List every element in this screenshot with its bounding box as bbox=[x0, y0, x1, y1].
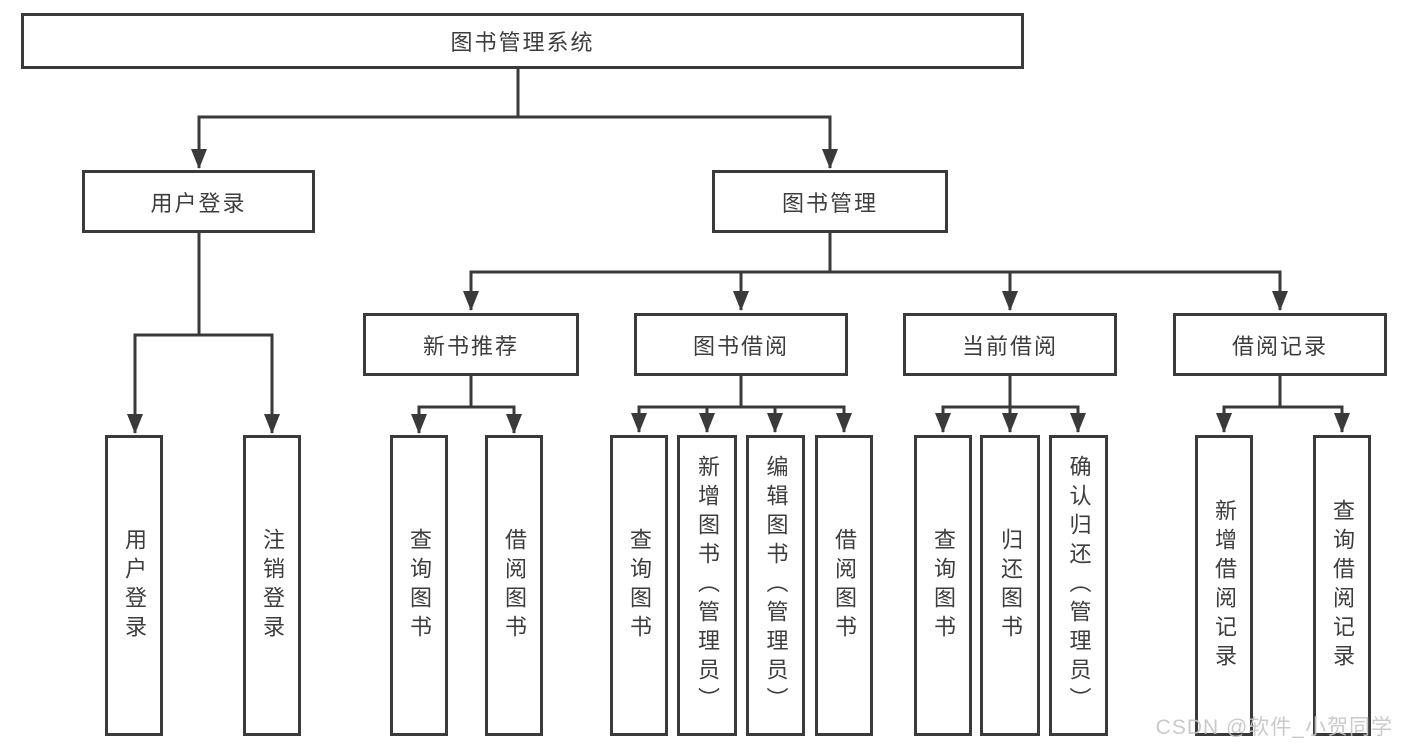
leaf-newbook-query: 查询图书 bbox=[390, 435, 448, 736]
leaf-logout: 注销登录 bbox=[243, 435, 301, 736]
leaf-newbook-borrow: 借阅图书 bbox=[485, 435, 543, 736]
leaf-borrow-query-label: 查询图书 bbox=[627, 527, 652, 644]
leaf-current-return-label: 归还图书 bbox=[998, 527, 1023, 644]
leaf-logout-label: 注销登录 bbox=[260, 527, 285, 644]
leaf-borrow-add-admin: 新增图书（管理员） bbox=[677, 435, 737, 736]
node-root-label: 图书管理系统 bbox=[450, 30, 595, 55]
leaf-borrow-query: 查询图书 bbox=[610, 435, 668, 736]
leaf-current-query: 查询图书 bbox=[914, 435, 972, 736]
node-user-login: 用户登录 bbox=[82, 170, 315, 233]
node-book-management-label: 图书管理 bbox=[781, 190, 878, 216]
leaf-current-query-label: 查询图书 bbox=[931, 527, 956, 644]
node-book-borrow: 图书借阅 bbox=[634, 313, 848, 376]
leaf-newbook-borrow-label: 借阅图书 bbox=[502, 527, 527, 644]
node-book-management: 图书管理 bbox=[712, 170, 948, 233]
leaf-current-confirm-admin-label: 确认归还（管理员） bbox=[1066, 455, 1092, 716]
leaf-records-add: 新增借阅记录 bbox=[1195, 435, 1253, 736]
leaf-user-login: 用户登录 bbox=[105, 435, 163, 736]
node-current-borrow-label: 当前借阅 bbox=[961, 333, 1058, 359]
node-borrow-records: 借阅记录 bbox=[1173, 313, 1387, 376]
node-book-borrow-label: 图书借阅 bbox=[692, 333, 789, 359]
leaf-records-query: 查询借阅记录 bbox=[1313, 435, 1371, 736]
leaf-records-query-label: 查询借阅记录 bbox=[1330, 498, 1355, 673]
leaf-borrow-edit-admin: 编辑图书（管理员） bbox=[746, 435, 805, 736]
node-borrow-records-label: 借阅记录 bbox=[1231, 333, 1328, 359]
node-new-book-recommend: 新书推荐 bbox=[363, 313, 579, 376]
node-new-book-recommend-label: 新书推荐 bbox=[422, 333, 519, 359]
leaf-borrow-borrow-label: 借阅图书 bbox=[832, 527, 857, 644]
leaf-user-login-label: 用户登录 bbox=[122, 527, 147, 644]
node-user-login-label: 用户登录 bbox=[150, 190, 247, 216]
leaf-borrow-add-admin-label: 新增图书（管理员） bbox=[695, 455, 720, 716]
leaf-newbook-query-label: 查询图书 bbox=[407, 527, 432, 644]
leaf-current-return: 归还图书 bbox=[980, 435, 1040, 736]
csdn-watermark: CSDN @软件_小贺同学 bbox=[1155, 716, 1393, 739]
leaf-records-add-label: 新增借阅记录 bbox=[1212, 498, 1237, 673]
leaf-borrow-edit-admin-label: 编辑图书（管理员） bbox=[763, 455, 789, 716]
node-current-borrow: 当前借阅 bbox=[903, 313, 1117, 376]
node-root: 图书管理系统 bbox=[21, 13, 1024, 69]
leaf-borrow-borrow: 借阅图书 bbox=[815, 435, 873, 736]
leaf-current-confirm-admin: 确认归还（管理员） bbox=[1049, 435, 1108, 736]
